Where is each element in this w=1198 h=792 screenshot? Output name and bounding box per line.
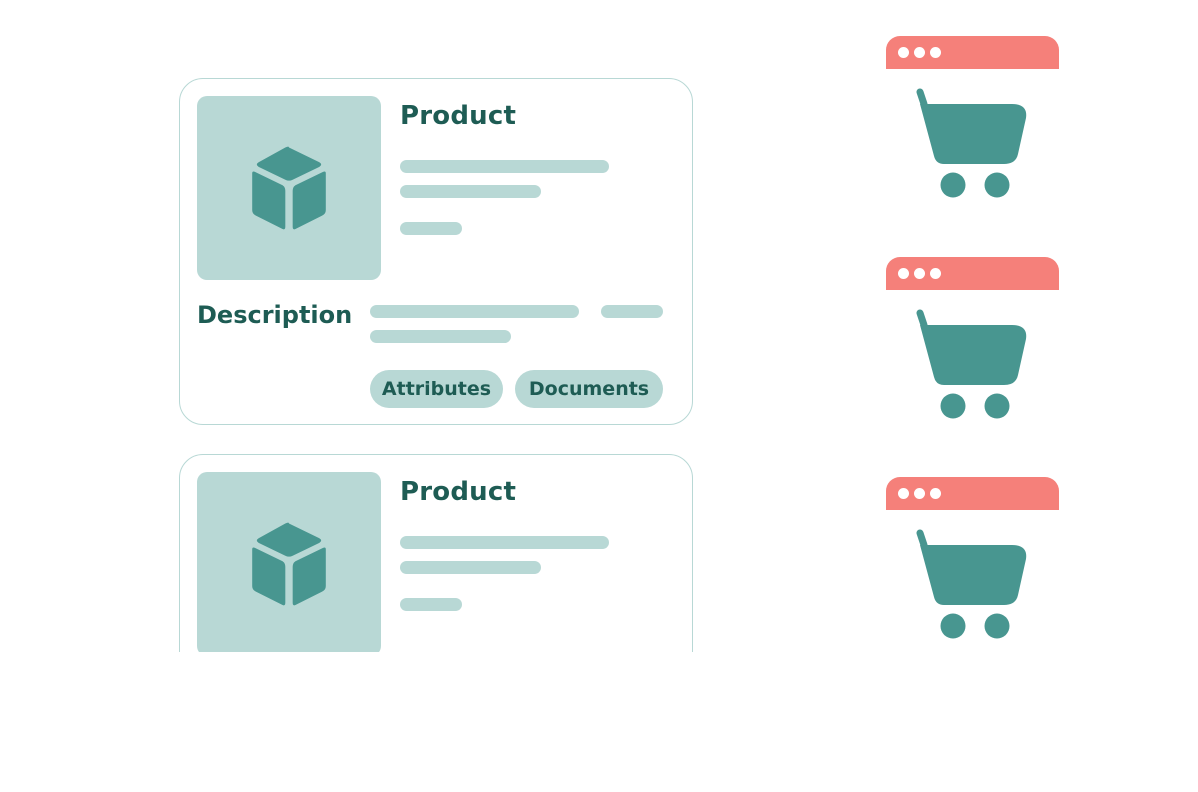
shopping-cart-icon	[916, 309, 1027, 419]
product-thumbnail	[197, 96, 381, 280]
window-dot	[898, 268, 909, 279]
placeholder-line	[370, 305, 579, 318]
window-dot	[914, 268, 925, 279]
window-dot	[914, 47, 925, 58]
product-card-1[interactable]: Product Description Attributes Documents	[179, 78, 693, 425]
cube-icon	[252, 146, 326, 230]
window-title-bar	[886, 257, 1059, 290]
documents-tag[interactable]: Documents	[515, 370, 663, 408]
shopping-cart-icon	[916, 88, 1027, 198]
window-title-bar	[886, 36, 1059, 69]
attributes-tag[interactable]: Attributes	[370, 370, 503, 408]
placeholder-line	[400, 536, 609, 549]
window-dot	[930, 488, 941, 499]
shopping-cart-icon	[916, 529, 1027, 639]
placeholder-line	[601, 305, 663, 318]
product-card-2-viewport: Product	[179, 454, 693, 652]
cube-icon	[252, 522, 326, 606]
placeholder-line	[400, 222, 462, 235]
window-dot	[914, 488, 925, 499]
shop-window-2[interactable]	[886, 257, 1059, 422]
shop-window-1[interactable]	[886, 36, 1059, 201]
description-label: Description	[197, 301, 353, 329]
product-title: Product	[400, 477, 517, 507]
window-dot	[898, 47, 909, 58]
product-card-2[interactable]: Product	[179, 454, 693, 652]
placeholder-line	[370, 330, 511, 343]
placeholder-line	[400, 598, 462, 611]
placeholder-line	[400, 185, 541, 198]
shop-window-3[interactable]	[886, 477, 1059, 642]
product-thumbnail	[197, 472, 381, 652]
placeholder-line	[400, 561, 541, 574]
placeholder-line	[400, 160, 609, 173]
window-title-bar	[886, 477, 1059, 510]
window-dot	[898, 488, 909, 499]
window-dot	[930, 47, 941, 58]
window-dot	[930, 268, 941, 279]
product-title: Product	[400, 101, 517, 131]
